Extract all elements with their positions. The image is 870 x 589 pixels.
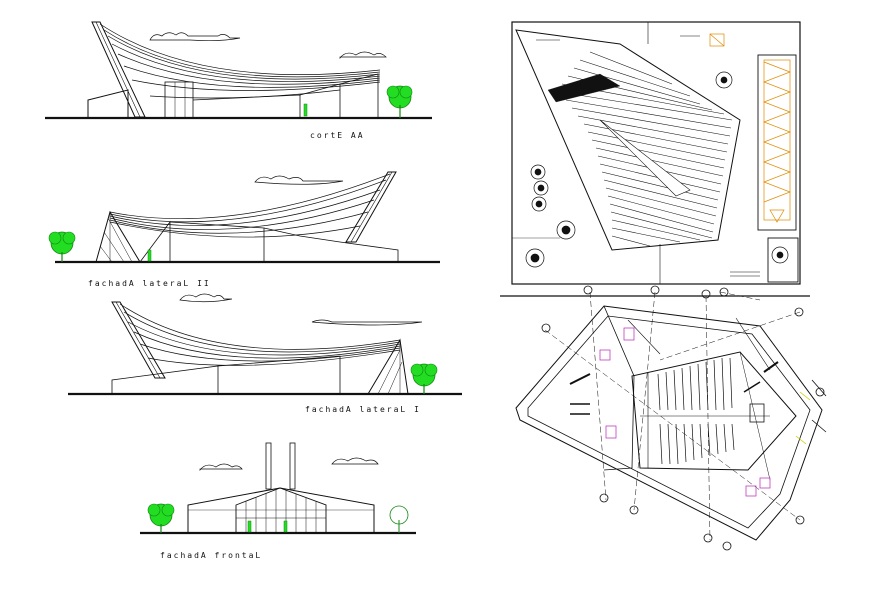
label-section-aa: cortE AA xyxy=(310,131,365,140)
tree xyxy=(48,231,76,262)
lateral-ii-elevation xyxy=(48,171,440,264)
floor-plan xyxy=(515,285,827,551)
site-plan xyxy=(500,21,810,297)
label-lateral-i: fachadA lateraL I xyxy=(305,405,421,414)
label-frontal: fachadA frontaL xyxy=(160,551,262,560)
lateral-i-elevation xyxy=(68,293,462,396)
roof-plan xyxy=(515,29,741,251)
pews xyxy=(657,357,735,465)
tree xyxy=(410,363,438,394)
stair xyxy=(709,33,791,223)
roof-hatching xyxy=(559,51,733,247)
label-lateral-ii: fachadA lateraL II xyxy=(88,279,211,288)
tilted-mast xyxy=(91,21,146,118)
tree-outline xyxy=(389,505,409,533)
tree xyxy=(147,503,175,533)
floor-outline xyxy=(515,305,823,541)
site-trees xyxy=(525,71,789,268)
roof-cables xyxy=(99,23,381,99)
tree xyxy=(386,85,413,118)
restroom-fixtures xyxy=(599,327,771,497)
section-aa-elevation xyxy=(45,21,432,120)
frontal-elevation xyxy=(140,442,416,535)
cloud xyxy=(149,32,241,42)
grid-axis-markers xyxy=(541,285,825,551)
